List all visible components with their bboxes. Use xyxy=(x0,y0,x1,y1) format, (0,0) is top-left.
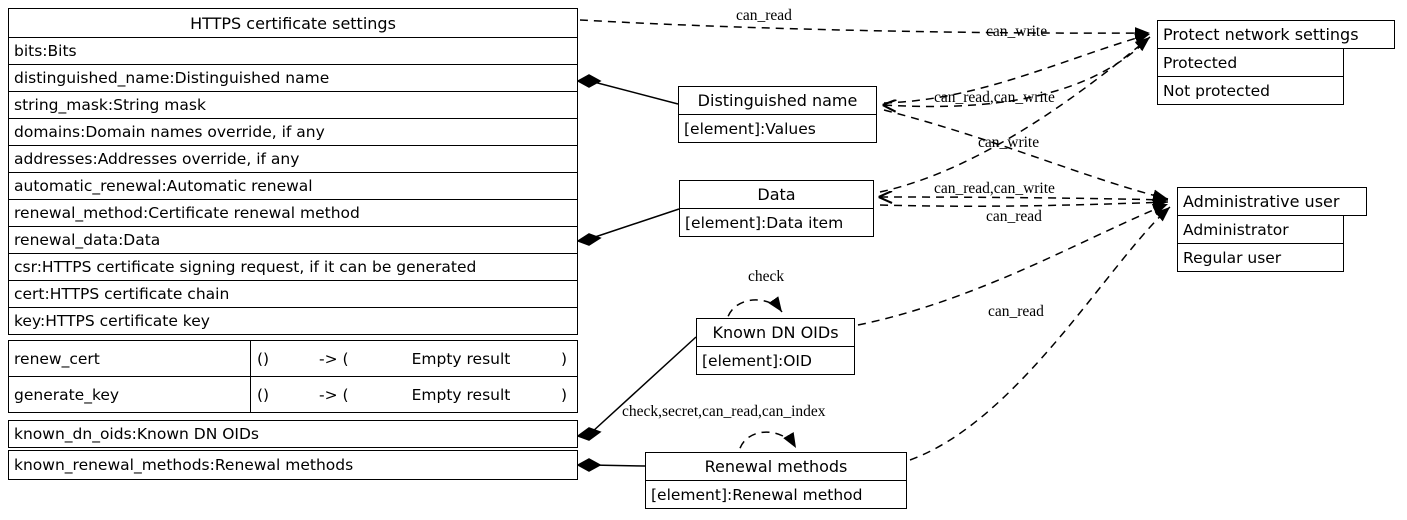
attribute-row: cert:HTTPS certificate chain xyxy=(8,280,578,308)
attribute-row: addresses:Addresses override, if any xyxy=(8,145,578,173)
attribute-row: bits:Bits xyxy=(8,37,578,65)
box-row: [element]:Values xyxy=(678,114,877,143)
attribute-row: domains:Domain names override, if any xyxy=(8,118,578,146)
edge-label-can-write-top: can_write xyxy=(986,23,1048,40)
attribute-row: known_dn_oids:Known DN OIDs xyxy=(8,420,578,448)
method-signature: () -> ( Empty result ) xyxy=(250,340,578,377)
method-params: () xyxy=(257,349,270,368)
box-title: Known DN OIDs xyxy=(696,318,855,347)
attribute-row: distinguished_name:Distinguished name xyxy=(8,64,578,92)
edge-label-can-read-top: can_read xyxy=(736,7,792,24)
method-arrow: -> ( xyxy=(319,349,349,368)
box-title: Distinguished name xyxy=(678,86,877,115)
box-row: Regular user xyxy=(1177,243,1344,272)
box-title: Administrative user xyxy=(1177,187,1367,216)
attribute-row: csr:HTTPS certificate signing request, i… xyxy=(8,253,578,281)
box-row: Not protected xyxy=(1157,76,1344,105)
attribute-row: key:HTTPS certificate key xyxy=(8,307,578,335)
method-result: Empty result xyxy=(411,349,511,368)
method-result: Empty result xyxy=(411,385,511,404)
box-row: Administrator xyxy=(1177,215,1344,244)
method-close-paren: ) xyxy=(560,349,568,368)
edge-label-renewal-perms: check,secret,can_read,can_index xyxy=(622,403,826,420)
box-row: [element]:Data item xyxy=(679,208,874,237)
edge-label-check: check xyxy=(748,268,785,285)
attribute-row: string_mask:String mask xyxy=(8,91,578,119)
attribute-row: renewal_data:Data xyxy=(8,226,578,254)
edge-label-can-read-mid: can_read xyxy=(986,208,1042,225)
attribute-row: known_renewal_methods:Renewal methods xyxy=(8,450,578,480)
method-name: renew_cert xyxy=(8,340,251,377)
box-title: Protect network settings xyxy=(1157,20,1395,49)
main-class-title: HTTPS certificate settings xyxy=(8,8,578,38)
edge-label-can-write-mid: can_write xyxy=(978,134,1040,151)
box-row: Protected xyxy=(1157,48,1344,77)
method-params: () xyxy=(257,385,270,404)
method-close-paren: ) xyxy=(560,385,568,404)
method-signature: () -> ( Empty result ) xyxy=(250,376,578,413)
box-row: [element]:Renewal method xyxy=(645,480,907,509)
attribute-row: renewal_method:Certificate renewal metho… xyxy=(8,199,578,227)
attribute-row: automatic_renewal:Automatic renewal xyxy=(8,172,578,200)
box-title: Renewal methods xyxy=(645,452,907,481)
edge-label-can-read-can-write-mid: can_read,can_write xyxy=(934,180,1055,197)
box-row: [element]:OID xyxy=(696,346,855,375)
method-name: generate_key xyxy=(8,376,251,413)
edge-label-can-read-can-write-top: can_read,can_write xyxy=(934,89,1055,106)
edge-label-can-read-lower: can_read xyxy=(988,303,1044,320)
box-title: Data xyxy=(679,180,874,209)
method-arrow: -> ( xyxy=(319,385,349,404)
